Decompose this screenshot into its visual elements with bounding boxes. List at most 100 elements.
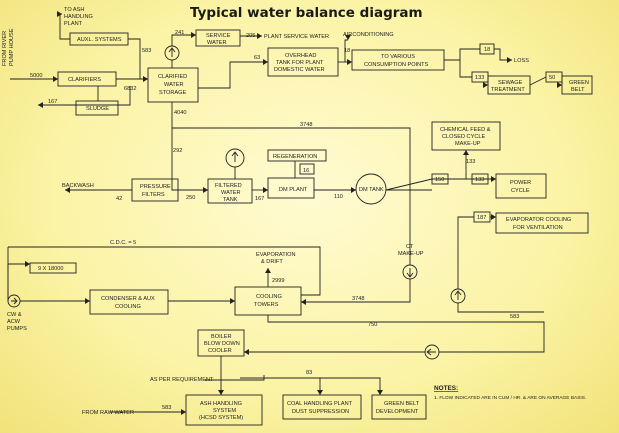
auxl-systems-label: AUXL. SYSTEMS <box>77 37 122 43</box>
flow-value: 42 <box>116 196 122 202</box>
boiler-blowdown-label: COOLER <box>208 348 232 354</box>
green-belt-dev-box <box>371 394 427 420</box>
flow-value: 150 <box>435 177 444 183</box>
overhead-tank-label: DOMESTIC WATER <box>274 67 325 73</box>
flow-value: 50 <box>549 75 555 81</box>
ash-handling-label: SYSTEM <box>213 408 236 414</box>
clarified-storage-label: CLARIFIED <box>158 74 187 80</box>
flow-value: 4040 <box>174 110 186 116</box>
flow-value: 83 <box>306 370 312 376</box>
flow-value: 63 <box>254 55 260 61</box>
condenser-label: CONDENSER & AUX <box>101 296 155 302</box>
clarified-storage-box <box>147 67 199 103</box>
airconditioning-label: AIRCONDITIONING <box>343 32 394 38</box>
backwash-label: BACKWASH <box>62 183 94 189</box>
consumption-points-label: TO VARIOUS <box>381 54 415 60</box>
diagram-title: Typical water balance diagram <box>190 5 423 21</box>
clarified-storage-label: WATER <box>164 82 184 88</box>
pump-arrow-icon <box>426 348 436 356</box>
flow-value: 6832 <box>124 86 136 92</box>
flow-value: 2999 <box>272 278 284 284</box>
pump-arrow-icon <box>231 151 239 162</box>
flow-value: 3748 <box>300 122 312 128</box>
chemical-feed-label: CHEMICAL FEED & <box>440 127 491 133</box>
flow-value: 5000 <box>30 73 42 79</box>
dm-tank-label: DM TANK <box>359 187 384 193</box>
ash-handling-box <box>185 394 263 426</box>
cw-pumps-label: PUMPS <box>7 326 27 332</box>
dm-plant-box <box>267 177 315 199</box>
pump-arrow-icon <box>454 290 462 300</box>
evaporator-cooling-label: FOR VENTILATION <box>513 225 563 231</box>
overhead-tank-label: TANK FOR PLANT <box>276 60 324 66</box>
clarified-storage-label: STORAGE <box>159 90 187 96</box>
filtered-tank-box <box>207 178 253 204</box>
power-cycle-box <box>495 173 547 199</box>
flow-value: 167 <box>255 196 264 202</box>
flow-lines <box>7 13 563 413</box>
to-ash-label: PLANT <box>64 21 83 27</box>
flow-values: 5000 6832 583 167 241 205 63 18 18 133 5… <box>30 30 555 411</box>
cw-pumps-label: ACW <box>7 319 21 325</box>
boiler-blowdown-label: BOILER <box>211 334 232 340</box>
evap-drift-label: & DRIFT <box>261 259 283 265</box>
regeneration-label: REGENERATION <box>273 154 317 160</box>
chemical-feed-label: MAKE-UP <box>455 141 481 147</box>
flow-value: 187 <box>477 215 486 221</box>
condenser-label: COOLING <box>115 304 141 310</box>
ct-makeup-label: MAKE-UP <box>398 251 424 257</box>
loss-label: LOSS <box>514 58 529 64</box>
regeneration-box <box>267 149 327 162</box>
flow-value: 292 <box>173 148 182 154</box>
flow-value: 18 <box>344 48 350 54</box>
flow-value: 241 <box>175 30 184 36</box>
flow-value: 167 <box>48 99 57 105</box>
cooling-towers-box <box>234 286 302 316</box>
power-cycle-label: POWER <box>510 180 531 186</box>
cooling-towers-label: TOWERS <box>254 302 279 308</box>
dm-tank-circle <box>355 173 387 205</box>
service-water-box <box>195 29 241 47</box>
as-per-req-label: AS PER REQUIREMENT <box>150 377 214 383</box>
cycles-label: 9 X 18000 <box>38 266 64 272</box>
pump-arrow-icon <box>406 268 414 278</box>
consumption-points-label: CONSUMPTION POINTS <box>364 62 429 68</box>
green-belt-dev-label: GREEN BELT <box>384 401 420 407</box>
overhead-tank-label: OVERHEAD <box>285 53 316 59</box>
cw-pumps-label: CW & <box>7 312 22 318</box>
evaporator-cooling-box <box>495 212 589 234</box>
chemical-feed-label: CLOSED CYCLE <box>442 134 485 140</box>
filtered-tank-label: WATER <box>221 190 241 196</box>
flow-value: 3748 <box>352 296 364 302</box>
flow-value: 750 <box>368 322 377 328</box>
power-cycle-label: CYCLE <box>511 188 530 194</box>
green-belt-label: GREEN <box>569 80 589 86</box>
flow-value: 583 <box>142 48 151 54</box>
filtered-tank-label: TANK <box>223 197 238 203</box>
service-water-label: SERVICE <box>206 33 231 39</box>
ash-handling-label: ASH HANDLING <box>200 401 242 407</box>
pump-arrow-icon <box>11 297 18 305</box>
flow-value: 133 <box>475 75 484 81</box>
sludge-label: SLUDGE <box>86 106 109 112</box>
flow-value: 133 <box>475 177 484 183</box>
flow-value: 205 <box>246 33 255 39</box>
notes-line: 1. FLOW INDICATED ARE IN CUM / HR. & ARE… <box>434 395 586 401</box>
to-ash-label: TO ASH <box>64 7 84 13</box>
evaporator-cooling-label: EVAPORATOR COOLING <box>506 217 571 223</box>
from-river-label: PUMP HOUSE <box>9 28 15 66</box>
ct-makeup-label: CT <box>406 244 414 250</box>
clarifiers-label: CLARIFIERS <box>68 77 101 83</box>
sludge-box <box>75 100 119 116</box>
from-river-label: FROM RIVER <box>2 31 8 66</box>
flow-value: 16 <box>303 168 309 174</box>
pressure-filters-label: PRESSURE <box>140 184 171 190</box>
flow-value: 583 <box>510 314 519 320</box>
to-ash-label: HANDLING <box>64 14 93 20</box>
condenser-box <box>89 289 169 315</box>
coal-handling-label: COAL HANDLING PLANT <box>287 401 353 407</box>
evap-drift-label: EVAPORATION <box>256 252 296 258</box>
plant-service-water-label: PLANT SERVICE WATER <box>264 34 329 40</box>
flow-value: 250 <box>186 195 195 201</box>
